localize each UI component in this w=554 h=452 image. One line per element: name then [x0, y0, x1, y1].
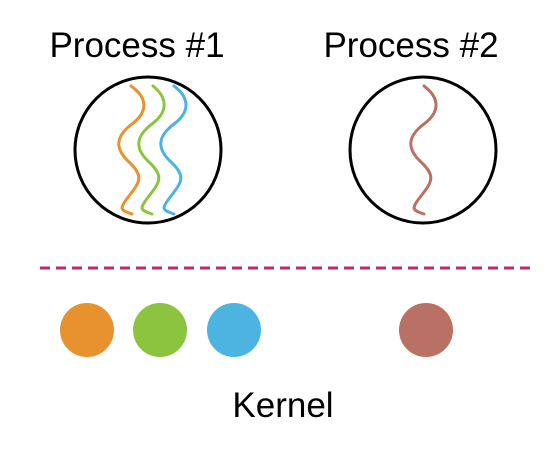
process-1-thread-blue	[159, 84, 188, 216]
kernel-thread-blue	[207, 303, 261, 357]
kernel-thread-brown	[399, 303, 453, 357]
process-1-circle	[73, 75, 223, 225]
process-2-thread-brown	[409, 84, 438, 216]
process-1-thread-green	[137, 84, 166, 216]
process-1: Process #1	[49, 26, 225, 225]
kernel-thread-orange	[60, 303, 114, 357]
process-2-circle	[348, 75, 498, 225]
kernel-label: Kernel	[232, 386, 333, 425]
process-2: Process #2	[323, 26, 499, 225]
kernel-thread-green	[133, 303, 187, 357]
process-2-label: Process #2	[323, 26, 498, 65]
process-1-label: Process #1	[49, 26, 224, 65]
process-1-thread-orange	[117, 84, 146, 216]
kernel-threads	[60, 303, 453, 357]
